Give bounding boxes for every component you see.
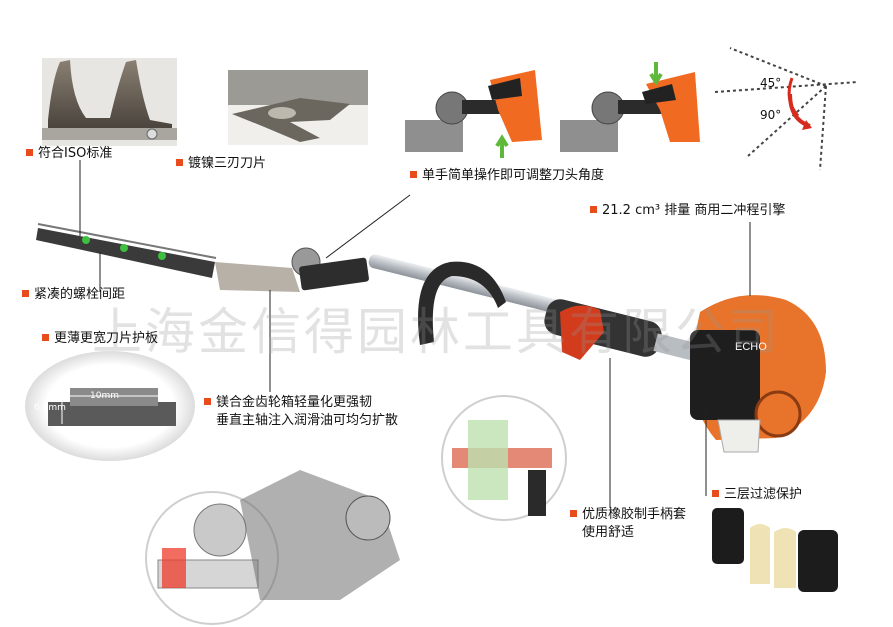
nickel-blade-photo xyxy=(228,70,368,145)
label-one-hand-adjust: 单手简单操作即可调整刀头角度 xyxy=(410,167,604,185)
height-dimension: 6.5mm xyxy=(34,403,66,413)
label-bolt-spacing: 紧凑的螺栓间距 xyxy=(22,286,125,304)
iso-blade-photo xyxy=(42,58,177,146)
watermark-text: 上海金信得园林工具有限公司 xyxy=(92,303,781,361)
angle-adjust-photos xyxy=(405,62,700,158)
gearbox-closeup xyxy=(145,395,567,625)
engine-illustration: ECHO xyxy=(690,295,826,453)
callout-lines xyxy=(79,160,751,508)
label-blade-guard: 更薄更宽刀片护板 xyxy=(42,330,158,348)
angle-45-label: 45° xyxy=(760,76,782,90)
brand-mark: ECHO xyxy=(735,341,767,353)
label-handle: 优质橡胶制手柄套使用舒适 xyxy=(570,506,686,542)
label-engine: 21.2 cm³ 排量 商用二冲程引擎 xyxy=(590,202,785,220)
guard-zoom-circle: 10mm 6.5mm xyxy=(25,351,195,461)
filter-parts-photo xyxy=(712,508,838,592)
width-dimension: 10mm xyxy=(90,391,119,401)
label-iso: 符合ISO标准 xyxy=(26,145,112,163)
hedge-trimmer xyxy=(36,223,697,361)
label-filter: 三层过滤保护 xyxy=(712,486,802,504)
angle-diagram xyxy=(714,47,859,171)
angle-90-label: 90° xyxy=(760,108,782,122)
label-nickel-blade: 镀镍三刃刀片 xyxy=(176,155,266,173)
label-gearbox: 镁合金齿轮箱轻量化更强韧垂直主轴注入润滑油可均匀扩散 xyxy=(204,394,398,430)
